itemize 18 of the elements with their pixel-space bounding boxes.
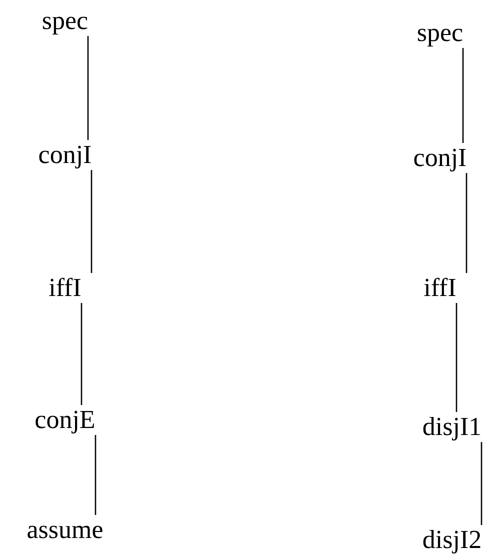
node-label: disjI1 (422, 412, 482, 442)
node-label: spec (42, 6, 88, 36)
node-label: assume (26, 515, 104, 545)
connector-line (94, 435, 96, 515)
connector-line (466, 173, 468, 273)
node-label: conjE (34, 405, 96, 435)
node-label: conjI (413, 143, 467, 173)
connector-line (80, 303, 82, 405)
connector-line (87, 36, 89, 140)
node-label: iffI (48, 273, 82, 303)
connector-line (456, 303, 458, 412)
connector-line (462, 48, 464, 143)
node-label: iffI (424, 273, 456, 303)
node-label: disjI2 (422, 525, 482, 555)
node-label: spec (416, 18, 464, 48)
node-label: conjI (38, 140, 92, 170)
connector-line (90, 170, 92, 273)
connector-line (480, 442, 482, 525)
